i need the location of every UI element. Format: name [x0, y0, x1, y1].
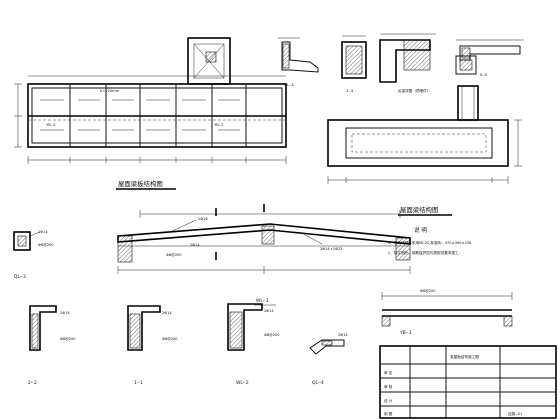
beam-wl1-elevation: 2Φ16 2Φ14+1Φ22 Φ8@200 2Φ14 WL--1: [117, 204, 411, 306]
slab-label-yb2-a: YB--2: [46, 123, 56, 127]
section-3-3-top: 3--3: [341, 35, 367, 93]
section-4-4-top: 反梁详图（预埋件）: [379, 33, 436, 93]
notes-line-2: 2、除注明外，钢筋保护层均按规范要求施工.: [388, 250, 460, 255]
s11-stirrup-label: Φ8@200: [162, 337, 178, 341]
title-row-1: 审 定: [384, 370, 393, 375]
s11-bar-label: 2Φ14: [162, 311, 172, 315]
wl2-caption: WL--2: [236, 380, 249, 386]
notes-block: 说 明 1、现场砖砌体采用MC20,标准砖：370×490×250. 2、除注明…: [388, 226, 472, 255]
ql4-bar-label: 2Φ14: [338, 333, 348, 337]
wl2-stirrup-label: Φ8@200: [264, 333, 280, 337]
wl1-bar-b-label: 2Φ14: [190, 243, 200, 247]
section-ql3: 2Φ14 Φ6@200 QL--3: [13, 230, 54, 280]
section-2-2-bottom-caption: 2--2: [28, 380, 37, 386]
title-row-3: 设 计: [384, 398, 393, 403]
yb1-caption: YB--1: [399, 330, 412, 336]
detail-label-embedded: 反梁详图（预埋件）: [398, 88, 430, 93]
s22-stirrup-label: Φ8@200: [60, 337, 76, 341]
title-block-code: 结施--01: [508, 411, 522, 416]
wl1-caption: WL--1: [256, 298, 269, 304]
section-label-5-5: 5--5: [480, 73, 487, 77]
section-wl2: 2Φ14 Φ8@200 WL--2: [227, 303, 280, 386]
title-block: 某屋面结构施工图 审 定 审 核 设 计 制 图 结施--01: [379, 345, 557, 419]
yb1-stirrup-label: Φ6@200: [420, 289, 436, 293]
roof-plan-caption: 屋面梁板结构图: [118, 179, 163, 188]
notes-line-1: 1、现场砖砌体采用MC20,标准砖：370×490×250.: [388, 240, 472, 245]
slab-label-yb2-b: YB--2: [214, 123, 224, 127]
section-label-3-3: 3--3: [346, 89, 353, 93]
roof-plan: h=120mm YB--2 YB--2 屋面梁板结构图: [14, 37, 287, 190]
section-6-6-top: [455, 55, 477, 75]
section-label-ql4-top: QL--4: [284, 83, 294, 87]
title-block-project: 某屋面结构施工图: [450, 354, 479, 359]
title-row-4: 制 图: [384, 411, 393, 416]
ql3-caption: QL--3: [14, 274, 26, 280]
wl1-top-bar-label: 2Φ16: [198, 217, 208, 221]
roof-structure-caption: 屋面梁结构图: [400, 205, 438, 214]
s22-bar-label: 2Φ14: [60, 311, 70, 315]
ql4-bottom-caption: QL--4: [312, 380, 324, 386]
ql3-stirrup-label: Φ6@200: [38, 243, 54, 247]
section-2-2-bottom: 2Φ14 Φ8@200 2--2: [28, 305, 76, 386]
wl1-stirrup-label: Φ8@200: [166, 253, 182, 257]
section-2-2-top: QL--4: [278, 37, 319, 87]
section-5-5-top: 5--5: [456, 39, 524, 77]
roof-structure-plan: 屋面梁结构图: [327, 85, 522, 216]
title-row-2: 审 核: [384, 384, 393, 389]
section-1-1-bottom-caption: 1--1: [134, 380, 143, 386]
wl1-bottom-bar-label: 2Φ14+1Φ22: [320, 247, 342, 251]
notes-heading: 说 明: [414, 226, 427, 234]
ql3-bar-label: 2Φ14: [38, 230, 48, 234]
slab-yb1: Φ6@200 YB--1: [381, 289, 513, 336]
wl2-bar-label: 2Φ14: [264, 309, 274, 313]
section-ql4-bottom: 2Φ14 QL--4: [309, 333, 348, 386]
slab-thickness-label: h=120mm: [100, 89, 120, 93]
section-1-1-bottom: 2Φ14 Φ8@200 1--1: [127, 305, 178, 386]
